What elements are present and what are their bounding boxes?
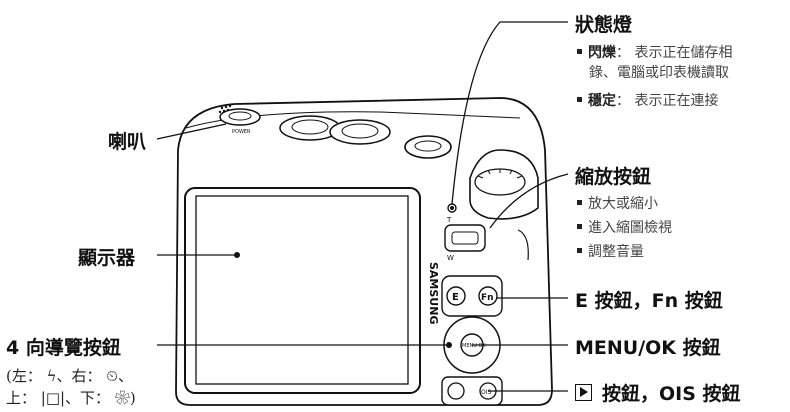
menu-ok-button-title: MENU/OK 按鈕 bbox=[575, 337, 721, 359]
status-lamp-title: 狀態燈 bbox=[575, 14, 633, 36]
e-button bbox=[446, 286, 466, 306]
zoom-item: 進入縮圖檢視 bbox=[577, 217, 672, 237]
e-fn-panel bbox=[441, 275, 503, 317]
svg-text:OIS: OIS bbox=[481, 389, 491, 396]
leader-lines bbox=[156, 21, 569, 392]
play-icon bbox=[575, 384, 592, 401]
bullet-marker bbox=[577, 247, 582, 253]
fn-button bbox=[478, 286, 498, 306]
svg-text:E: E bbox=[452, 292, 459, 303]
nav-button-title: 4 向導覽按鈕 bbox=[6, 337, 121, 359]
svg-text:MENU OK: MENU OK bbox=[462, 343, 486, 349]
status-lamp-item-steady: 穩定： 表示正在連接 bbox=[577, 90, 718, 110]
brand-logo: SAMSUNG bbox=[427, 262, 440, 324]
nav-button-sub-line2: 上： |□|、下： ❀) bbox=[6, 389, 136, 407]
bullet-marker bbox=[577, 48, 582, 54]
speaker-title: 喇叭 bbox=[108, 131, 147, 153]
zoom-item: 放大或縮小 bbox=[577, 193, 658, 213]
bullet-marker bbox=[577, 96, 582, 102]
bullet-marker bbox=[577, 199, 582, 205]
status-lamp-item-blink: 閃爍： 表示正在儲存相 bbox=[577, 42, 732, 62]
power-label: POWER bbox=[232, 129, 251, 135]
play-ois-button-title: 按鈕，OIS 按鈕 bbox=[575, 379, 741, 406]
grip-line bbox=[517, 229, 529, 261]
bullet-marker bbox=[577, 223, 582, 229]
play-button bbox=[447, 382, 465, 400]
zoom-w-label: W bbox=[447, 254, 454, 262]
speaker-grille bbox=[218, 104, 232, 114]
zoom-t-label: T bbox=[446, 216, 452, 224]
zoom-button-title: 縮放按鈕 bbox=[575, 166, 652, 188]
svg-text:Fn: Fn bbox=[481, 293, 494, 303]
e-fn-button-title: E 按鈕，Fn 按鈕 bbox=[575, 290, 723, 312]
camera-top-edge bbox=[185, 111, 521, 129]
nav-button-sub-line1: (左： ϟ、右： ⏲、 bbox=[6, 367, 133, 385]
status-lamp-item-blink-cont: 錄、電腦或印表機讀取 bbox=[589, 65, 729, 81]
display-title: 顯示器 bbox=[78, 247, 136, 269]
zoom-item: 調整音量 bbox=[577, 241, 644, 261]
